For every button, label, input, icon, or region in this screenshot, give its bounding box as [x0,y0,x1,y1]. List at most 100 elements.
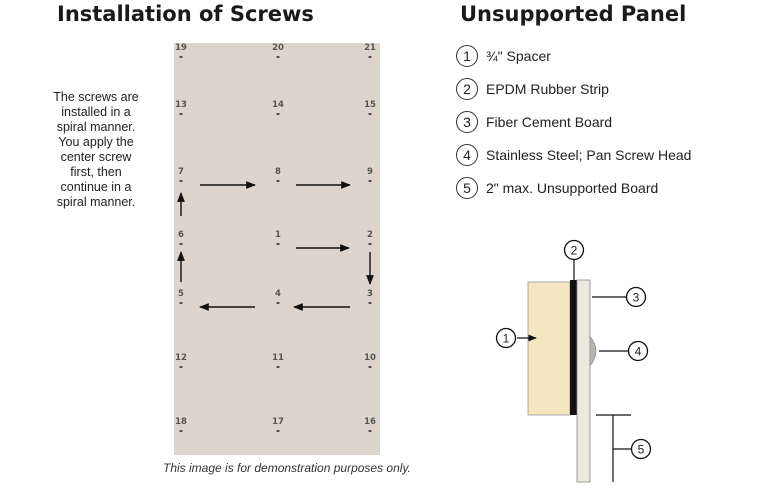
screw-number: 2 [367,230,373,240]
callout-3-number: 3 [633,291,640,305]
screw-mark [179,56,183,58]
screw-number: 10 [364,353,376,363]
note-line: first, then [70,165,122,179]
screw-mark [276,366,280,368]
fiber-cement-board [576,279,591,483]
legend-item-spacer: 1 ¾" Spacer [456,43,551,69]
screw-mark [276,243,280,245]
screw-number: 19 [175,43,187,53]
callout-3: 3 [625,286,647,308]
screw-number: 7 [178,167,184,177]
screw-5: 5 [178,289,184,304]
screw-21: 21 [364,43,376,58]
screw-10: 10 [364,353,376,368]
screw-mark [368,113,372,115]
screw-9: 9 [367,167,373,182]
screw-number: 17 [272,417,284,427]
demo-caption: This image is for demonstration purposes… [163,461,411,475]
screw-3: 3 [367,289,373,304]
callout-2: 2 [563,239,585,261]
legend-label: ¾" Spacer [486,48,551,64]
screw-number: 4 [275,289,281,299]
screw-20: 20 [272,43,284,58]
legend-item-fiber-cement-board: 3 Fiber Cement Board [456,109,612,135]
screw-18: 18 [175,417,187,432]
screw-number: 3 [367,289,373,299]
legend-number: 4 [456,144,478,166]
screw-mark [368,366,372,368]
screw-number: 9 [367,167,373,177]
screw-number: 18 [175,417,187,427]
screw-number: 5 [178,289,184,299]
screw-number: 14 [272,100,284,110]
screw-19: 19 [175,43,187,58]
screw-mark [276,113,280,115]
screw-mark [276,56,280,58]
screw-mark [368,56,372,58]
pan-screw-head [589,335,597,367]
legend-label: Fiber Cement Board [486,114,613,130]
note-line: spiral manner. [56,195,136,209]
screw-16: 16 [364,417,376,432]
screw-number: 8 [275,167,281,177]
screw-6: 6 [178,230,184,245]
screw-mark [276,180,280,182]
screw-11: 11 [272,353,284,368]
screw-number: 20 [272,43,284,53]
screw-mark [368,243,372,245]
callout-1-number: 1 [503,332,510,346]
legend-label: Stainless Steel; Pan Screw Head [486,147,692,163]
callout-5-number: 5 [638,443,645,457]
screw-number: 1 [275,230,281,240]
note-line: The screws are [53,90,139,104]
screw-number: 6 [178,230,184,240]
screw-mark [179,302,183,304]
screw-7: 7 [178,167,184,182]
screw-15: 15 [364,100,376,115]
screw-number: 16 [364,417,376,427]
spiral-instructions: The screws are installed in a spiral man… [40,90,152,210]
note-line: installed in a [61,105,131,119]
legend-label: EPDM Rubber Strip [486,81,609,97]
screw-number: 21 [364,43,376,53]
note-line: continue in a [60,180,132,194]
screw-number: 13 [175,100,187,110]
screw-mark [276,430,280,432]
spacer [527,281,571,416]
screw-mark [179,243,183,245]
screw-number: 15 [364,100,376,110]
installation-title: Installation of Screws [57,2,314,26]
screw-mark [368,180,372,182]
legend-number: 3 [456,111,478,133]
legend-item-unsupported-board: 5 2" max. Unsupported Board [456,175,658,201]
note-line: spiral manner. [56,120,136,134]
legend-number: 2 [456,78,478,100]
note-line: You apply the [58,135,134,149]
screw-14: 14 [272,100,284,115]
screw-mark [179,430,183,432]
screw-8: 8 [275,167,281,182]
unsupported-panel-title: Unsupported Panel [460,2,687,26]
screw-1: 1 [275,230,281,245]
epdm-strip [570,280,577,415]
legend-label: 2" max. Unsupported Board [486,180,659,196]
callout-4-number: 4 [635,345,642,359]
screw-13: 13 [175,100,187,115]
spiral-arrows [177,181,374,311]
legend-number: 1 [456,45,478,67]
legend-number: 5 [456,177,478,199]
callout-1: 1 [495,327,517,349]
screw-2: 2 [367,230,373,245]
screw-4: 4 [275,289,281,304]
screw-12: 12 [175,353,187,368]
screw-mark [368,430,372,432]
screw-number: 11 [272,353,284,363]
legend-item-epdm-strip: 2 EPDM Rubber Strip [456,76,609,102]
screw-mark [276,302,280,304]
screw-number: 12 [175,353,187,363]
screw-17: 17 [272,417,284,432]
screw-mark [368,302,372,304]
legend-item-pan-screw-head: 4 Stainless Steel; Pan Screw Head [456,142,691,168]
